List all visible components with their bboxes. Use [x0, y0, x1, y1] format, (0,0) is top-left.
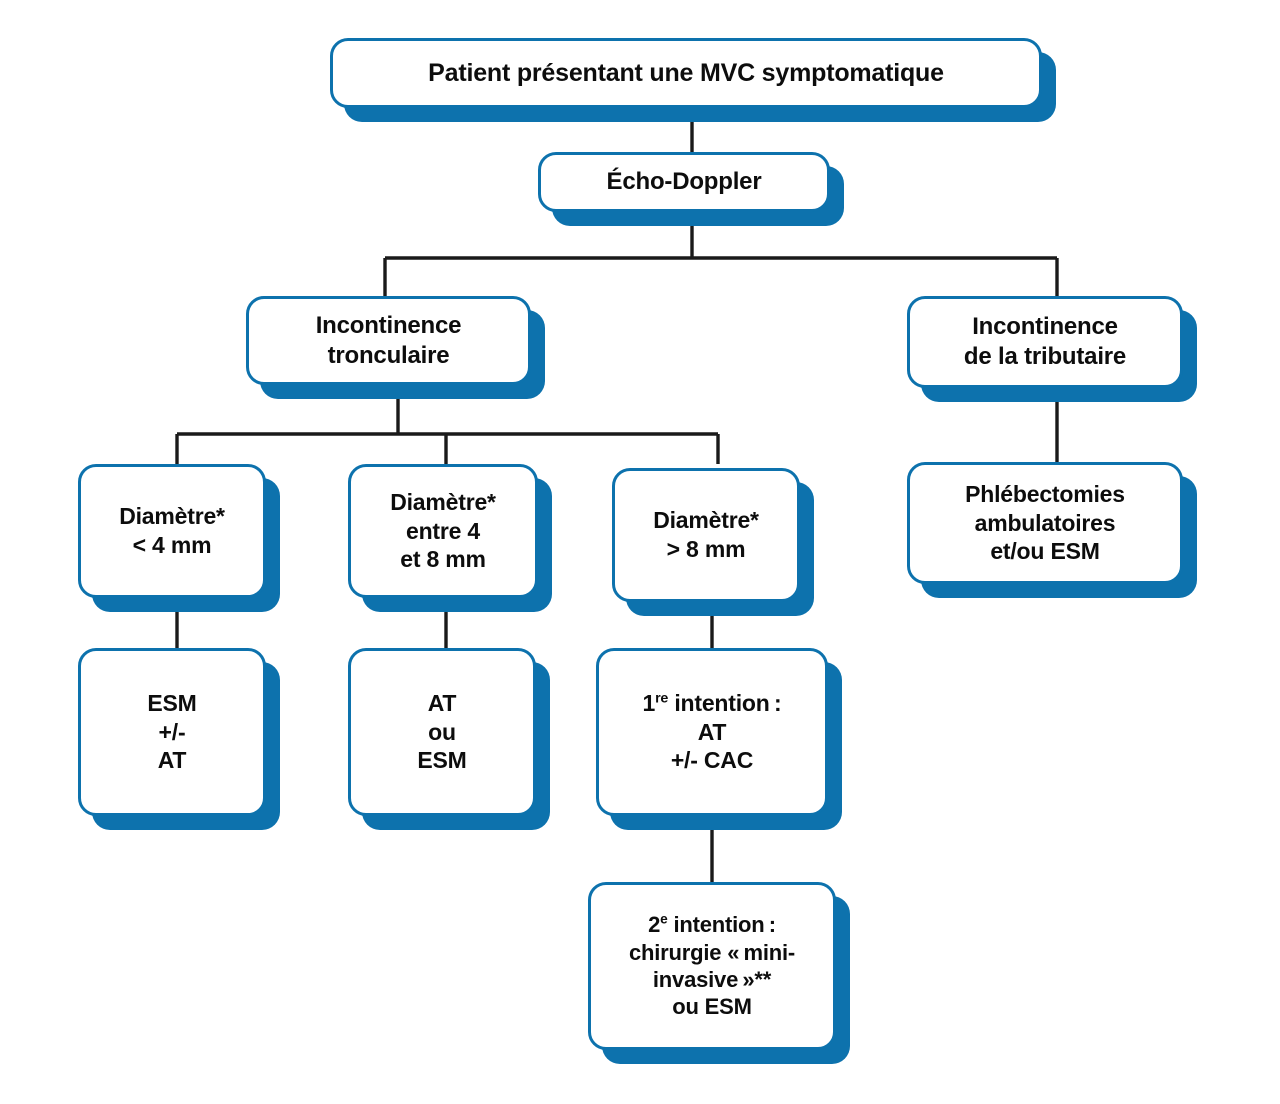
node-root[interactable]: Patient présentant une MVC symptomatique: [330, 38, 1056, 122]
ordinal-suffix: e: [660, 912, 668, 928]
node-label: Diamètre* > 8 mm: [653, 507, 759, 562]
node-label: ESM +/- AT: [147, 690, 197, 774]
node-label: 2e intention : chirurgie « mini- invasiv…: [621, 884, 803, 1048]
node-diametre-plus-8mm[interactable]: Diamètre* > 8 mm: [612, 468, 814, 616]
node-incontinence-tributaire[interactable]: Incontinence de la tributaire: [907, 296, 1197, 402]
ordinal-number: 1: [642, 690, 656, 717]
node-label: Patient présentant une MVC symptomatique: [428, 58, 944, 87]
node-diametre-moins-4mm[interactable]: Diamètre* < 4 mm: [78, 464, 280, 612]
node-incontinence-tronculaire[interactable]: Incontinence tronculaire: [246, 296, 545, 399]
node-label: Phlébectomies ambulatoires et/ou ESM: [965, 481, 1125, 565]
node-card: Incontinence de la tributaire: [907, 296, 1183, 388]
node-card: Diamètre* < 4 mm: [78, 464, 266, 598]
node-label: Incontinence de la tributaire: [963, 313, 1127, 370]
node-label: Incontinence tronculaire: [315, 311, 462, 369]
node-esm-plus-moins-at[interactable]: ESM +/- AT: [78, 648, 280, 830]
node-label: Écho-Doppler: [606, 168, 762, 196]
node-card: Incontinence tronculaire: [246, 296, 531, 385]
node-card: Diamètre* entre 4 et 8 mm: [348, 464, 538, 598]
node-label: Diamètre* < 4 mm: [119, 503, 225, 558]
intention-text: intention :: [668, 690, 782, 717]
ordinal-number: 2: [648, 912, 661, 938]
node-card: Écho-Doppler: [538, 152, 830, 212]
node-deuxieme-intention[interactable]: 2e intention : chirurgie « mini- invasiv…: [588, 882, 850, 1064]
node-at-ou-esm[interactable]: AT ou ESM: [348, 648, 550, 830]
node-card: 2e intention : chirurgie « mini- invasiv…: [588, 882, 836, 1050]
node-phlebectomies-ambulatoires[interactable]: Phlébectomies ambulatoires et/ou ESM: [907, 462, 1197, 598]
node-card: 1re intention : AT +/- CAC: [596, 648, 828, 816]
ordinal-suffix: re: [655, 690, 669, 707]
node-card: Phlébectomies ambulatoires et/ou ESM: [907, 462, 1183, 584]
node-label: AT ou ESM: [417, 690, 467, 774]
node-card: Patient présentant une MVC symptomatique: [330, 38, 1042, 108]
node-card: Diamètre* > 8 mm: [612, 468, 800, 602]
node-card: AT ou ESM: [348, 648, 536, 816]
intention-lines: AT +/- CAC: [670, 718, 754, 774]
node-diametre-entre-4-et-8mm[interactable]: Diamètre* entre 4 et 8 mm: [348, 464, 552, 612]
node-card: ESM +/- AT: [78, 648, 266, 816]
node-echo-doppler[interactable]: Écho-Doppler: [538, 152, 844, 226]
intention-text: intention :: [667, 912, 776, 938]
node-premiere-intention[interactable]: 1re intention : AT +/- CAC: [596, 648, 842, 830]
intention-lines: chirurgie « mini- invasive »** ou ESM: [628, 939, 796, 1020]
node-label: Diamètre* entre 4 et 8 mm: [390, 489, 496, 573]
node-label: 1re intention : AT +/- CAC: [634, 661, 789, 804]
